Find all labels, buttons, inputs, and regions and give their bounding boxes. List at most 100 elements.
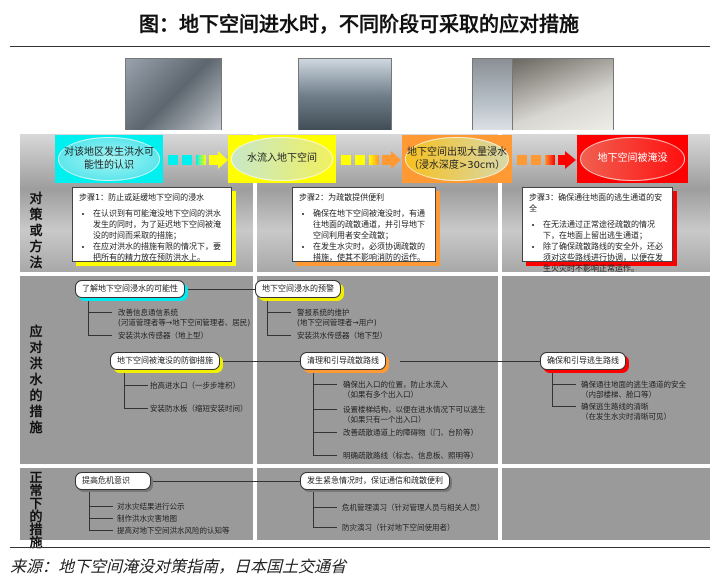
title-divider [10,46,710,47]
step-3-title: 步骤3：确保通往地面的逃生通道的安全 [529,193,663,213]
photo-submerged-space [512,58,614,134]
connector-square [341,155,351,165]
tree-line [124,408,148,409]
source-note: 来源：地下空间淹没对策指南，日本国土交通省 [10,557,347,576]
connector-square [369,155,379,165]
measure-item: 确保通往地面的逃生通道的安全 （内部楼梯、舱口等） [581,380,686,399]
tree-line [88,312,112,313]
photo-subway-entrance [125,58,222,134]
stage-1-label: 对该地区发生洪水可能性的认识 [58,137,160,181]
measure-item: 改善信息通信系统 (河道管理者等→地下空间管理者、居民) [118,308,250,328]
connector-square [168,155,178,165]
connector-square [545,155,555,165]
section-label-normal-measures: 正常下的措施 [29,471,43,551]
connector-square [182,155,192,165]
connector-line [175,289,257,290]
connector-square [517,155,527,165]
tree-line [124,385,148,386]
connector-square [196,155,206,165]
tree-line [267,335,291,336]
step-2-title: 步骤2：为疏散提供便利 [299,193,385,202]
step-3-box: 步骤3：确保通往地面的逃生通道的安全 在无法通过正常途径疏散的情况下，在地面上留… [522,187,673,273]
stage-2: 水流入地下空间 [228,135,336,183]
measure-item: 安装防水板（缩短安装时间） [150,404,248,413]
arrow-shaft [209,155,219,165]
stage-4-label: 地下空间被淹没 [580,137,685,181]
step-2-bullet: 确保在地下空间被淹没时，有通往地面的疏散通道，并引导地下空间利用者安全疏散； [313,208,429,241]
step-3-bullet: 在无法通过正常途径疏散的情况下，在地面上留出逃生通道； [543,219,666,241]
section2-col2 [257,276,498,464]
measure-item: 设置楼梯结构，以便在进水情况下可以逃生 （如果只有一个出入口） [343,405,486,424]
measure-item: 安装洪水传感器（地下型） [297,331,387,340]
connector-line [150,481,302,482]
tree-line [89,530,113,531]
stage-3-label: 地下空间出现大量浸水（浸水深度>30cm） [405,137,509,181]
stage-1: 对该地区发生洪水可能性的认识 [55,135,163,183]
tree-line [552,384,576,385]
measure-item: 明确疏散路线（标志、信息板、照明等） [343,451,478,460]
arrow-shaft [382,155,392,165]
tree-line [89,506,113,507]
measure-item: 确保逃生路线的清晰 （在发生水灾时清晰可见） [581,402,671,421]
measure-item: 警报系统的维护 (地下空间管理者→用户) [297,308,377,327]
tree-line [267,298,268,336]
measure-item: 制作洪水灾害地图 [117,514,177,523]
measure-item: 安装洪水传感器（地上型） [118,331,208,340]
measure-item: 确保出入口的位置，防止水流入 （如果有多个出入口） [343,380,448,399]
measure-item: 抬高进水口（一步步堆积） [150,381,240,390]
tree-line [313,507,337,508]
measure-item: 提高对地下空间洪水风险的认知等 [117,526,230,535]
measure-flood-awareness: 了解地下空间浸水的可能性 [75,280,185,298]
connector-line [212,361,302,362]
section-label-flood-measures: 应对洪水的措施 [29,325,43,436]
measure-escape-route: 确保和引导逃生路线 [540,352,626,370]
arrow-right-icon [391,151,401,169]
step-1-bullet: 在应对洪水的措施有限的情况下，要把所有的精力放在预防洪水上。 [93,241,225,263]
tree-line [267,312,291,313]
stage-3: 地下空间出现大量浸水（浸水深度>30cm） [402,135,512,183]
measure-item: 改善疏散通道上的障碍物（门、台阶等） [343,428,478,437]
step-1-title: 步骤1：防止或延缓地下空间的浸水 [79,193,205,202]
figure-title: 图：地下空间进水时，不同阶段可采取的应对措施 [139,12,579,36]
measure-item: 防灾演习（针对地下空间使用者） [342,523,455,532]
measure-flood-warning: 地下空间浸水的预警 [255,280,341,298]
tree-line [313,490,314,528]
tree-line [89,518,113,519]
section-label-methods: 对策或方法 [29,192,43,271]
stage-2-label: 水流入地下空间 [231,137,333,181]
source-divider [10,547,710,548]
step-1-bullet: 在认识到有可能淹没地下空间的洪水发生的同时，为了延迟地下空间被淹没的时间而采取的… [93,208,225,241]
connector-square [355,155,365,165]
measure-item: 对水灾结果进行公示 [117,502,185,511]
arrow-right-icon [218,151,228,169]
connector-line [400,361,542,362]
step-2-box: 步骤2：为疏散提供便利 确保在地下空间被淹没时，有通往地面的疏散通道，并引导地下… [292,187,436,262]
step-2-bullet: 在发生水灾时，必须协调疏散的措施，使其不影响消防的运作。 [313,241,429,263]
tree-line [88,298,89,336]
tree-line [313,370,314,456]
section2-col1 [20,276,253,464]
photo-flooded-corridor [298,58,392,134]
measure-evacuation-route: 清理和引导疏散路线 [300,352,386,370]
tree-line [313,409,337,410]
step-1-box: 步骤1：防止或延缓地下空间的浸水 在认识到有可能淹没地下空间的洪水发生的同时，为… [72,187,232,262]
stage-4: 地下空间被淹没 [577,135,688,183]
measure-emergency-communication: 发生紧急情况时，保证通信和疏散便利 [300,472,450,490]
tree-line [552,406,576,407]
tree-line [313,432,337,433]
tree-line [124,370,125,408]
section2-col3 [502,276,710,464]
section3-col3 [502,468,710,540]
arrow-right-icon [565,151,576,169]
tree-line [313,384,337,385]
measure-item-text: 改善信息通信系统 (河道管理者等→地下空间管理者、居民) [118,308,251,327]
tree-line [313,455,337,456]
tree-line [313,527,337,528]
tree-line [552,370,553,406]
step-3-bullet: 除了确保疏散路线的安全外，还必须对这些路线进行协调，以便在发生火灾时不影响正常运… [543,241,666,274]
measure-flood-defense: 地下空间被淹没的防御措施 [110,352,220,370]
connector-square [531,155,541,165]
measure-crisis-awareness: 提高危机意识 [75,472,151,490]
tree-line [89,490,90,531]
arrow-shaft [558,155,566,165]
